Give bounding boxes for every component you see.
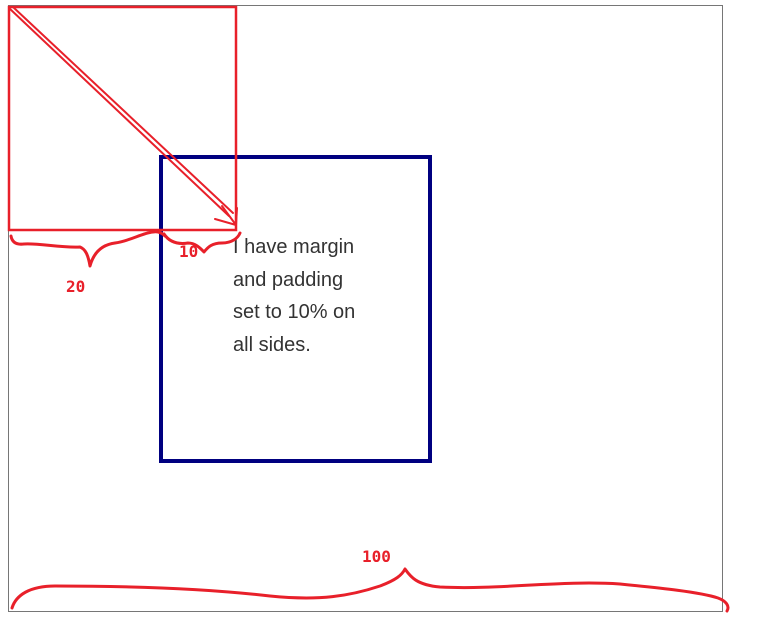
margin-label: 20 [66,277,86,296]
padded-box [159,155,432,463]
padding-label: 10 [179,242,199,261]
box-text: I have margin and padding set to 10% on … [233,236,356,356]
width-label: 100 [362,547,391,566]
